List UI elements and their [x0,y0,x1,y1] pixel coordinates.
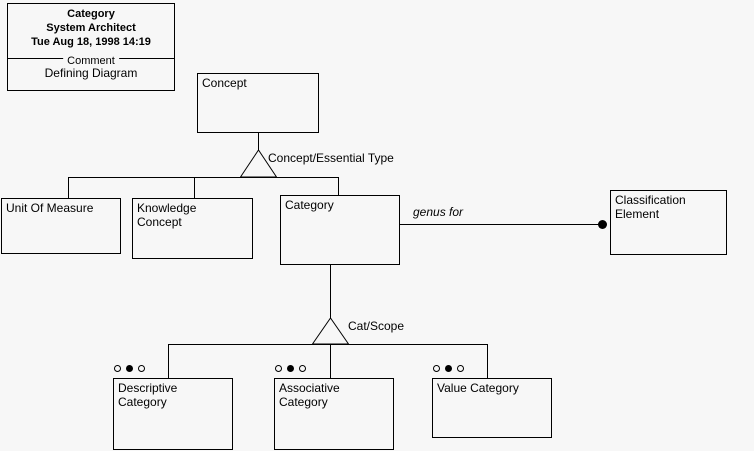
connector-concept-stem [258,133,259,151]
relationship-label-genus-for: genus for [413,205,464,219]
entity-label: Associative Category [279,381,340,409]
marker-hollow-icon [275,365,282,372]
entity-label: Concept [202,76,247,90]
tool-name: System Architect [46,22,136,34]
discriminator-markers-descriptive-category [114,365,145,372]
marker-filled-icon [126,365,133,372]
marker-hollow-icon [138,365,145,372]
entity-concept[interactable]: Concept [197,73,319,133]
entity-associative-category[interactable]: Associative Category [274,378,394,450]
entity-unit-of-measure[interactable]: Unit Of Measure [1,198,121,254]
marker-hollow-icon [433,365,440,372]
comment-text: Defining Diagram [44,66,138,80]
entity-knowledge-concept[interactable]: Knowledge Concept [132,198,253,259]
connector-drop-category [338,177,339,196]
connector-category-bus [168,344,488,345]
connector-concept-bus [68,177,339,178]
connector-category-stem [330,265,331,318]
marker-filled-icon [287,365,294,372]
entity-label: Descriptive Category [118,381,178,409]
entity-label: Knowledge Concept [137,201,197,229]
discriminator-markers-value-category [433,365,464,372]
comment-section-label: Comment [63,54,119,68]
relationship-label-concept-essential-type: Concept/Essential Type [268,151,394,165]
entity-label: Classification Element [615,193,686,221]
marker-hollow-icon [457,365,464,372]
diagram-name: Category [67,8,115,20]
marker-hollow-icon [299,365,306,372]
marker-hollow-icon [114,365,121,372]
connector-drop-knowledge-concept [194,177,195,199]
timestamp: Tue Aug 18, 1998 14:19 [31,36,151,48]
entity-label: Value Category [437,381,519,395]
title-block: Category System Architect Tue Aug 18, 19… [7,3,175,91]
marker-filled-icon [445,365,452,372]
entity-label: Unit Of Measure [6,201,94,215]
connector-genus-for [400,224,602,225]
connector-drop-descriptive-category [168,344,169,379]
comment-separator: Comment [8,51,174,68]
connector-drop-unit-of-measure [68,177,69,199]
connector-drop-value-category [487,344,488,379]
entity-category[interactable]: Category [280,195,400,265]
endpoint-dot-classification-element [598,220,607,229]
discriminator-markers-associative-category [275,365,306,372]
entity-value-category[interactable]: Value Category [432,378,552,438]
relationship-label-cat-scope: Cat/Scope [348,319,405,333]
connector-drop-associative-category [330,344,331,379]
entity-label: Category [285,198,334,212]
entity-descriptive-category[interactable]: Descriptive Category [113,378,233,450]
entity-classification-element[interactable]: Classification Element [610,190,727,255]
